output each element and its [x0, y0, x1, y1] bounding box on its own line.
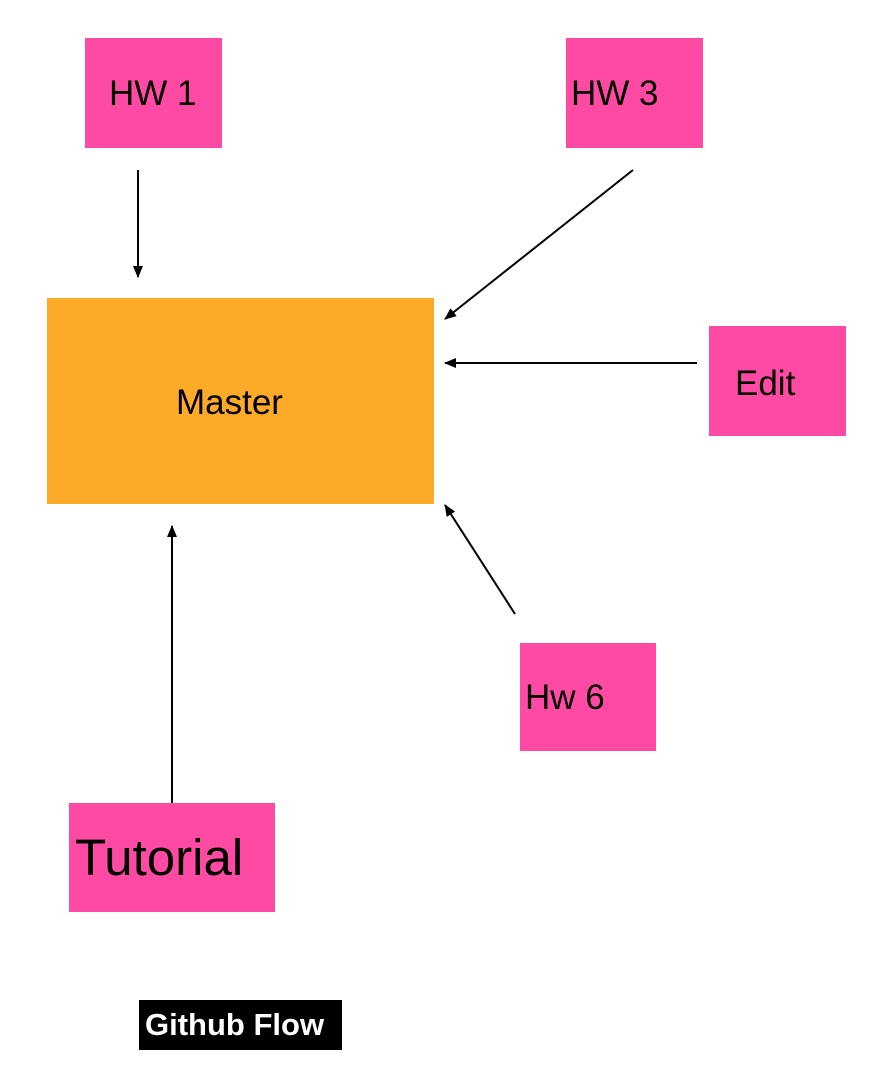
branch-tutorial-label: Tutorial: [75, 829, 244, 886]
master-branch-label: Master: [176, 383, 283, 422]
arrow-hw3-to-master: [444, 169, 634, 320]
branch-hw3: HW 3: [566, 38, 703, 148]
branch-hw1-label: HW 1: [109, 74, 197, 113]
branch-hw1: HW 1: [85, 38, 222, 148]
branch-tutorial: Tutorial: [69, 803, 275, 912]
branch-edit: Edit: [709, 326, 846, 436]
diagram-caption: Github Flow: [139, 1000, 342, 1050]
branch-edit-label: Edit: [735, 364, 796, 403]
arrow-hw6-to-master: [444, 504, 516, 615]
branch-hw3-label: HW 3: [571, 74, 659, 113]
branch-hw6-label: Hw 6: [525, 678, 605, 717]
branch-hw6: Hw 6: [520, 643, 656, 751]
master-branch: Master: [47, 298, 434, 504]
